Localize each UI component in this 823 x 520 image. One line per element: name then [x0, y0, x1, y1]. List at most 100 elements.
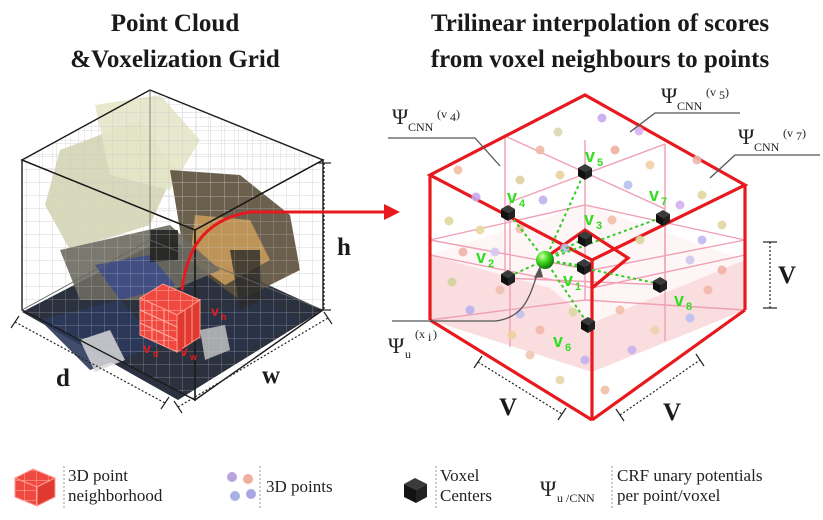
dimension-d: d [10, 315, 170, 410]
voxel-center-cube [501, 205, 515, 221]
legend-points-label: 3D points [266, 477, 333, 496]
legend-crf-line2: per point/voxel [617, 486, 721, 505]
svg-text:CNN: CNN [677, 99, 703, 113]
voxel-center-cube [578, 164, 592, 180]
point-sphere [697, 235, 707, 245]
left-vd-label: v [143, 340, 151, 356]
point-sphere [515, 309, 525, 319]
label-v8-sub: 8 [686, 301, 692, 313]
point-sphere [675, 200, 685, 210]
point-sphere [627, 345, 637, 355]
voxel-center-cube [577, 259, 591, 275]
point-sphere [458, 247, 468, 257]
point-sphere [490, 247, 500, 257]
point-sphere [465, 305, 475, 315]
voxel-center-cube [653, 277, 667, 293]
dimension-v-right: V [763, 241, 796, 309]
point-sphere [475, 225, 485, 235]
left-vh-label: v [211, 303, 219, 319]
point-sphere [615, 305, 625, 315]
point-sphere [495, 285, 505, 295]
point-sphere [600, 385, 610, 395]
point-sphere [535, 145, 545, 155]
svg-text:V: V [778, 262, 796, 289]
dimension-h-label: h [337, 234, 351, 261]
point-sphere [568, 307, 578, 317]
point-sphere [535, 325, 545, 335]
dimension-d-label: d [56, 365, 70, 392]
label-v1: v [563, 270, 573, 290]
point-sphere [607, 215, 617, 225]
svg-text:5: 5 [719, 88, 725, 102]
legend-voxel-icon [404, 478, 427, 503]
dimension-w: w [173, 311, 333, 414]
point-neighborhood-cube [138, 283, 202, 353]
svg-text:Ψ: Ψ [388, 333, 405, 358]
point-sphere [444, 216, 454, 226]
dimension-v-bottom-left: V [473, 355, 567, 421]
svg-text:): ) [802, 126, 806, 140]
svg-text:V: V [663, 399, 681, 426]
point-sphere [515, 175, 525, 185]
point-sphere [538, 195, 548, 205]
label-v4-sub: 4 [519, 198, 526, 210]
cube-red-edges [426, 93, 749, 422]
point-sphere [555, 375, 565, 385]
legend-neighborhood-line1: 3D point [68, 466, 128, 485]
voxel-center-cube [581, 317, 595, 333]
left-vw-sub: w [189, 352, 198, 362]
svg-text:Ψ: Ψ [738, 124, 755, 149]
svg-text:): ) [433, 327, 437, 341]
point-sphere [685, 313, 695, 323]
svg-text:Ψ: Ψ [661, 83, 678, 108]
svg-text:(v: (v [706, 85, 716, 99]
dimension-w-label: w [262, 362, 280, 389]
voxel-center-cube [501, 270, 515, 286]
svg-text:4: 4 [450, 110, 456, 124]
point-sphere [597, 113, 607, 123]
left-title-line2: &Voxelization Grid [70, 46, 280, 73]
label-v7-sub: 7 [661, 196, 667, 208]
left-title-line1: Point Cloud [111, 10, 240, 37]
point-sphere [692, 155, 702, 165]
svg-text:(v: (v [783, 126, 793, 140]
label-v7: v [649, 185, 659, 205]
legend-neighborhood-line2: neighborhood [68, 486, 163, 505]
point-sphere [717, 220, 727, 230]
svg-text:(v: (v [437, 107, 447, 121]
voxel-centers [501, 164, 670, 333]
label-v5: v [585, 146, 595, 166]
dimension-v-bottom-right: V [615, 353, 705, 426]
point-sphere [580, 355, 590, 365]
psi-cnn-v5: Ψ CNN (v 5 ) [629, 83, 740, 133]
legend-voxel-line1: Voxel [440, 466, 480, 485]
point-sphere [610, 145, 620, 155]
svg-text:CNN: CNN [754, 140, 780, 154]
right-title-line2: from voxel neighbours to points [431, 46, 770, 73]
label-v2: v [476, 247, 486, 267]
label-v1-sub: 1 [575, 281, 581, 293]
psi-cnn-v4: Ψ CNN (v 4 ) [388, 104, 501, 167]
legend-psi-symbol: Ψ [540, 476, 557, 501]
legend-points-icon [227, 472, 256, 501]
label-v3-sub: 3 [596, 220, 602, 232]
svg-text:7: 7 [796, 129, 802, 143]
label-v6: v [553, 331, 563, 351]
point-sphere [703, 285, 713, 295]
point-sphere [447, 277, 457, 287]
svg-text:CNN: CNN [408, 120, 434, 134]
zoom-arrow [180, 204, 400, 291]
svg-text:V: V [499, 394, 517, 421]
left-vh-sub: h [221, 312, 227, 322]
voxel-center-cube [578, 231, 592, 247]
label-v6-sub: 6 [565, 342, 571, 354]
svg-text:(x: (x [415, 327, 425, 341]
psi-u-xi: Ψ u (x i ) [388, 266, 543, 361]
svg-text:Ψ: Ψ [392, 104, 409, 129]
label-v3: v [584, 209, 594, 229]
svg-text:): ) [456, 107, 460, 121]
svg-text:): ) [725, 85, 729, 99]
label-v2-sub: 2 [488, 258, 494, 270]
legend: 3D point neighborhood 3D points Voxel Ce… [13, 466, 762, 508]
